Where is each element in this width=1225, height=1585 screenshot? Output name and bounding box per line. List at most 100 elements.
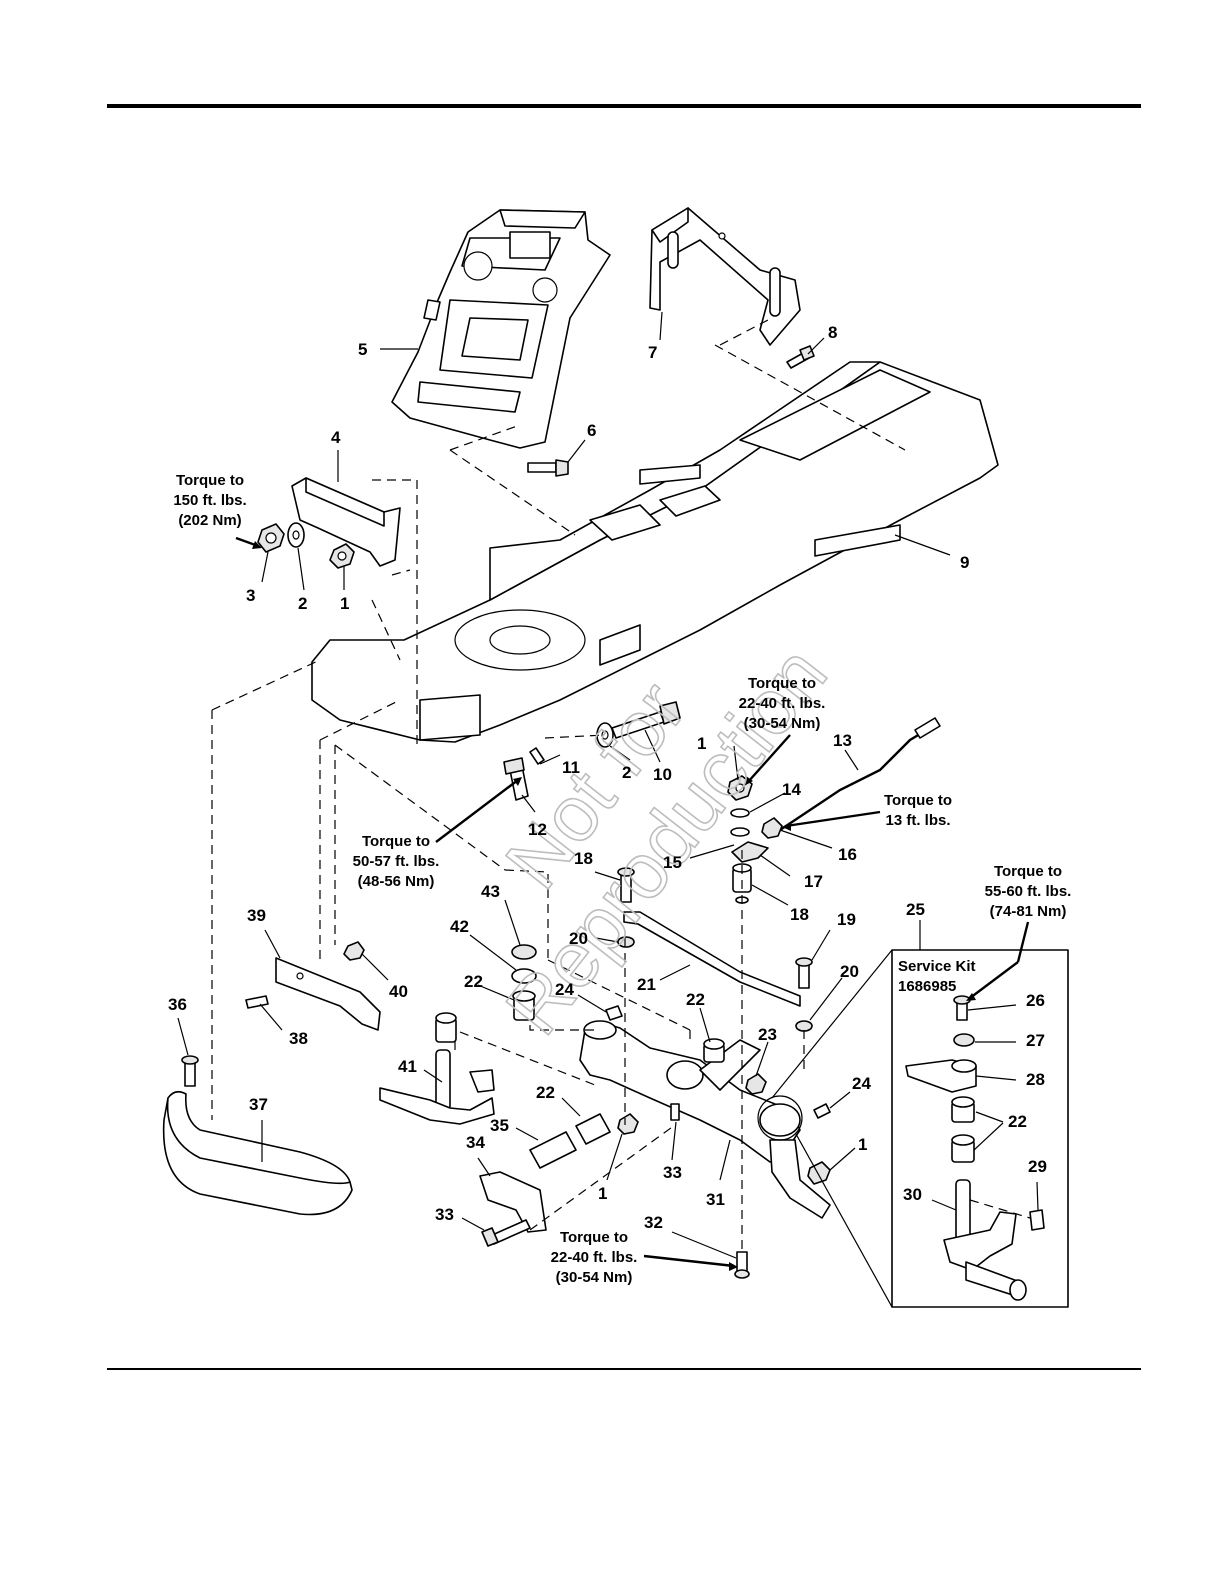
bolt-part-32	[734, 1251, 750, 1279]
bushing-part-22-left-spindle	[435, 1012, 457, 1043]
top-rule	[107, 104, 1141, 108]
torque-note-bolt-12: Torque to 50-57 ft. lbs. (48-56 Nm)	[353, 833, 440, 890]
torque-note-bolt-32: Torque to 22-40 ft. lbs. (30-54 Nm)	[551, 1229, 638, 1286]
callout-25: 25	[906, 900, 925, 919]
callout-22-axle: 22	[686, 990, 705, 1009]
torque-note-nut-1-steering: Torque to 22-40 ft. lbs. (30-54 Nm)	[739, 675, 826, 732]
callout-30: 30	[903, 1185, 922, 1204]
callout-28: 28	[1026, 1070, 1045, 1089]
bushing-part-22-axle	[703, 1038, 725, 1063]
fitting-part-11	[529, 747, 545, 765]
callout-14: 14	[782, 780, 801, 799]
kit-magnifier-circle	[757, 1095, 803, 1141]
callout-20-left: 20	[569, 929, 588, 948]
callout-4: 4	[331, 428, 341, 447]
callout-42: 42	[450, 917, 469, 936]
washer-part-2-upper	[287, 522, 305, 548]
callout-22-upper: 22	[464, 972, 483, 991]
torque-note-nut-16: Torque to 13 ft. lbs.	[884, 792, 952, 829]
svg-text:22-40 ft. lbs.: 22-40 ft. lbs.	[739, 695, 826, 712]
svg-text:Torque to: Torque to	[362, 833, 430, 850]
front-bumper-part-37	[162, 1090, 353, 1216]
key-part-29	[1029, 1209, 1045, 1231]
callout-15: 15	[663, 853, 682, 872]
callout-33-center: 33	[663, 1163, 682, 1182]
svg-text:22-40 ft. lbs.: 22-40 ft. lbs.	[551, 1249, 638, 1266]
dash-panel-part-5	[391, 209, 611, 449]
bolt-part-6	[527, 459, 569, 477]
nut-part-1-upper	[329, 543, 355, 569]
callout-33-lower: 33	[435, 1205, 454, 1224]
screw-part-38	[245, 995, 269, 1009]
fitting-part-24-left	[605, 1005, 623, 1021]
drag-link-part-13	[779, 717, 941, 831]
fitting-part-33-center	[670, 1103, 680, 1121]
torque-arrows	[235, 536, 1030, 1271]
svg-text:(30-54 Nm): (30-54 Nm)	[556, 1269, 633, 1286]
callout-1-axle-left: 1	[598, 1184, 607, 1203]
callout-8: 8	[828, 323, 837, 342]
bottom-rule	[107, 1368, 1141, 1370]
washer-part-14	[730, 808, 750, 837]
service-kit-label: Service Kit 1686985	[898, 958, 976, 995]
steering-arm-part-28	[905, 1059, 977, 1093]
torque-note-kit-26: Torque to 55-60 ft. lbs. (74-81 Nm)	[985, 863, 1072, 920]
callout-34: 34	[466, 1133, 485, 1152]
service-kit-box	[891, 949, 1069, 1308]
callout-12: 12	[528, 820, 547, 839]
bushing-stack-43-42-22	[511, 944, 537, 1021]
torque-note-nut-3: Torque to 150 ft. lbs. (202 Nm)	[173, 472, 246, 529]
callout-24-right: 24	[852, 1074, 871, 1093]
screw-part-8	[786, 345, 815, 369]
callout-9: 9	[960, 553, 969, 572]
svg-text:(74-81 Nm): (74-81 Nm)	[990, 903, 1067, 920]
spindle-part-30	[943, 1179, 1027, 1301]
svg-text:Torque to: Torque to	[560, 1229, 628, 1246]
callout-32: 32	[644, 1213, 663, 1232]
callout-1-upper: 1	[340, 594, 349, 613]
svg-text:150 ft. lbs.: 150 ft. lbs.	[173, 492, 246, 509]
nut-part-16	[761, 817, 783, 839]
svg-text:(30-54 Nm): (30-54 Nm)	[744, 715, 821, 732]
bolt-part-18-left	[617, 867, 635, 903]
callout-24-left: 24	[555, 980, 574, 999]
callout-38: 38	[289, 1029, 308, 1048]
bracket-part-34	[479, 1171, 547, 1233]
bolt-part-19	[795, 957, 813, 989]
tube-part-35	[529, 1131, 577, 1169]
svg-text:55-60 ft. lbs.: 55-60 ft. lbs.	[985, 883, 1072, 900]
service-kit-title: Service Kit	[898, 958, 976, 975]
bolt-part-10	[611, 701, 681, 739]
callout-6: 6	[587, 421, 596, 440]
callout-18-upper: 18	[574, 849, 593, 868]
callout-13: 13	[833, 731, 852, 750]
nut-part-1-axle-left	[617, 1113, 639, 1135]
callout-20-right: 20	[840, 962, 859, 981]
callout-37: 37	[249, 1095, 268, 1114]
svg-text:Torque to: Torque to	[748, 675, 816, 692]
bracket-part-4	[291, 477, 401, 567]
callout-17: 17	[804, 872, 823, 891]
assembly-dashed-lines	[211, 319, 1031, 1255]
callout-35: 35	[490, 1116, 509, 1135]
callout-18-lower: 18	[790, 905, 809, 924]
nut-part-3	[257, 523, 285, 553]
bolt-part-33	[481, 1219, 531, 1247]
callout-2-upper: 2	[298, 594, 307, 613]
svg-text:Torque to: Torque to	[176, 472, 244, 489]
callout-1-axle-right: 1	[858, 1135, 867, 1154]
svg-text:(48-56 Nm): (48-56 Nm)	[358, 873, 435, 890]
svg-text:13 ft. lbs.: 13 ft. lbs.	[885, 812, 950, 829]
bushing-part-22-lower	[575, 1113, 611, 1145]
nut-part-40	[343, 941, 365, 961]
callout-41: 41	[398, 1057, 417, 1076]
bolt-part-36	[181, 1055, 199, 1087]
support-bracket-part-7	[649, 207, 801, 346]
callout-16: 16	[838, 845, 857, 864]
callout-27: 27	[1026, 1031, 1045, 1050]
callout-1-steering: 1	[697, 734, 706, 753]
callout-36: 36	[168, 995, 187, 1014]
left-spindle-part-41	[379, 1049, 495, 1125]
service-kit-number: 1686985	[898, 978, 956, 995]
